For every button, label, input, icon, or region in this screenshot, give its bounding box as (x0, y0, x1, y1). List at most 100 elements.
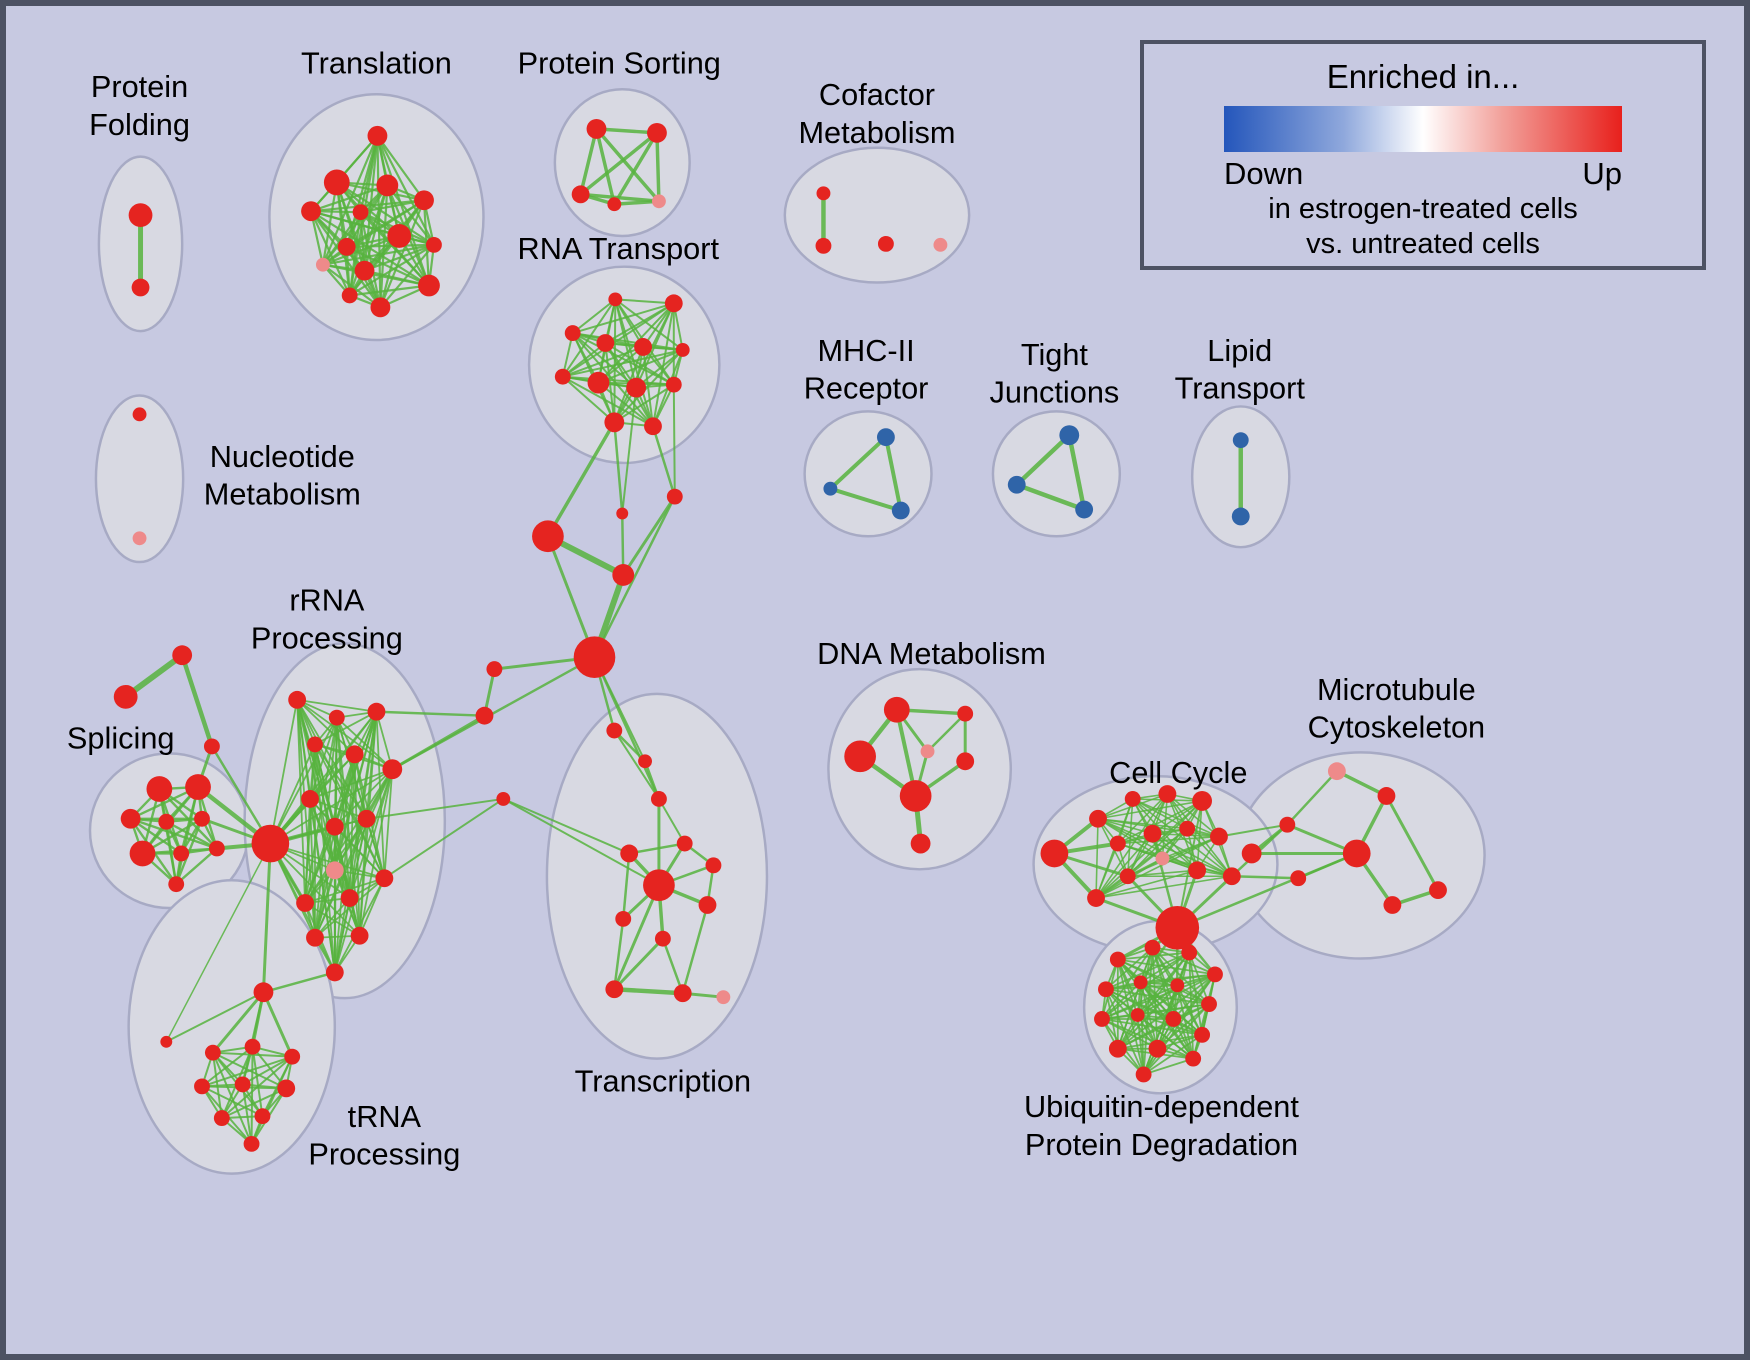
edge (296, 698, 306, 904)
gene-set-node-ub3 (1207, 966, 1223, 983)
edge (593, 655, 661, 801)
edge (546, 534, 596, 659)
gene-set-node-mt6 (1290, 870, 1307, 887)
edge (593, 495, 677, 659)
gene-set-node-tc4 (676, 835, 693, 852)
gene-set-node-sp8 (168, 876, 185, 893)
edge (561, 345, 645, 378)
gene-set-node-tr0 (367, 125, 388, 146)
edge (348, 234, 401, 297)
edge (1095, 817, 1099, 899)
edge (612, 937, 665, 991)
gene-set-node-tr4 (352, 204, 369, 221)
edge (655, 131, 661, 203)
gene-set-node-fc3 (612, 564, 635, 586)
gene-set-node-tn2 (204, 1044, 221, 1061)
gene-set-node-rr6 (251, 824, 290, 863)
edge (241, 1055, 294, 1086)
cluster-ellipse-nucleotide-metabolism (94, 394, 185, 564)
edge (251, 1045, 264, 1118)
gene-set-node-cc3 (1158, 785, 1177, 803)
edge (622, 852, 631, 921)
gene-set-node-ub11 (1194, 1026, 1211, 1043)
edge (165, 991, 265, 1043)
edge (314, 817, 368, 939)
gene-set-node-rr13 (375, 869, 394, 888)
gene-set-node-rr16 (325, 963, 344, 982)
cluster-ellipse-trna-processing (127, 878, 337, 1175)
gene-set-node-rt0 (608, 292, 623, 307)
edge (578, 192, 661, 203)
gene-set-node-mt1 (1377, 787, 1396, 805)
gene-set-node-tr1 (323, 169, 350, 196)
gene-set-node-rr3 (307, 736, 323, 753)
gene-set-node-rt1 (664, 294, 683, 313)
gene-set-node-rt4 (634, 338, 652, 356)
edge (657, 797, 686, 845)
edge (391, 655, 596, 771)
edge (1136, 984, 1179, 1016)
edge (502, 797, 631, 855)
edge (375, 710, 486, 717)
gene-set-node-cc9 (1155, 851, 1170, 866)
edge (612, 199, 661, 206)
legend-ends-row: Down Up (1224, 156, 1622, 192)
gene-set-node-cc6 (1143, 824, 1162, 843)
gene-set-node-mh2 (891, 501, 910, 520)
edge (594, 127, 661, 203)
gene-set-node-cc4 (1192, 791, 1212, 811)
edge (672, 383, 676, 498)
gene-set-node-tj2 (1075, 500, 1094, 519)
gene-set-node-sp2 (120, 808, 141, 829)
gene-set-node-tr11 (370, 297, 391, 318)
gene-set-node-mh0 (876, 428, 895, 447)
edge (304, 768, 394, 904)
edge (1101, 984, 1179, 1020)
legend-title: Enriched in... (1326, 58, 1520, 95)
edge (321, 263, 382, 309)
edge (304, 817, 368, 904)
edge (179, 652, 215, 749)
gene-set-node-rt10 (604, 412, 625, 433)
gene-set-node-tn6 (234, 1076, 251, 1093)
cluster-label-cell-cycle: Cell Cycle (1109, 755, 1247, 790)
gene-set-node-tr6 (315, 257, 330, 272)
gene-set-node-ub12 (1108, 1039, 1127, 1058)
gene-set-node-rr4 (345, 745, 364, 764)
edge (304, 825, 336, 904)
gene-set-node-fr1 (486, 661, 503, 678)
edge (376, 134, 426, 202)
gene-set-node-tc10 (605, 980, 624, 999)
edge (612, 987, 685, 996)
gene-set-node-rt2 (564, 325, 581, 342)
edge (200, 1045, 254, 1088)
gene-set-node-ub4 (1098, 981, 1114, 998)
legend-down-label: Down (1224, 156, 1304, 191)
gene-set-node-rr2 (367, 702, 386, 721)
gene-set-node-rr15 (350, 926, 369, 945)
gene-set-node-fc2 (532, 520, 564, 553)
edge (165, 842, 272, 1043)
gene-set-node-tn3 (244, 1038, 261, 1055)
gene-set-node-tn8 (213, 1110, 230, 1127)
gene-set-node-nm1 (132, 531, 147, 546)
gene-set-node-cc0 (1040, 839, 1069, 868)
gene-set-node-cc14 (1241, 843, 1262, 864)
gene-set-node-ub5 (1133, 975, 1148, 990)
gene-set-node-cf2 (877, 235, 894, 252)
gene-set-node-tc0 (606, 722, 623, 739)
gene-set-node-rt5 (675, 343, 690, 357)
gene-set-node-hub (573, 636, 616, 679)
gene-set-node-tn4 (284, 1048, 301, 1065)
gene-set-node-st1 (113, 684, 138, 709)
gene-set-node-sp6 (173, 845, 190, 862)
edge (635, 348, 684, 389)
gene-set-node-fr2 (475, 706, 494, 725)
edge (309, 798, 336, 974)
gene-set-node-tr3 (376, 174, 399, 197)
edge (561, 375, 616, 424)
edge (1095, 869, 1198, 899)
edge (1166, 793, 1220, 838)
